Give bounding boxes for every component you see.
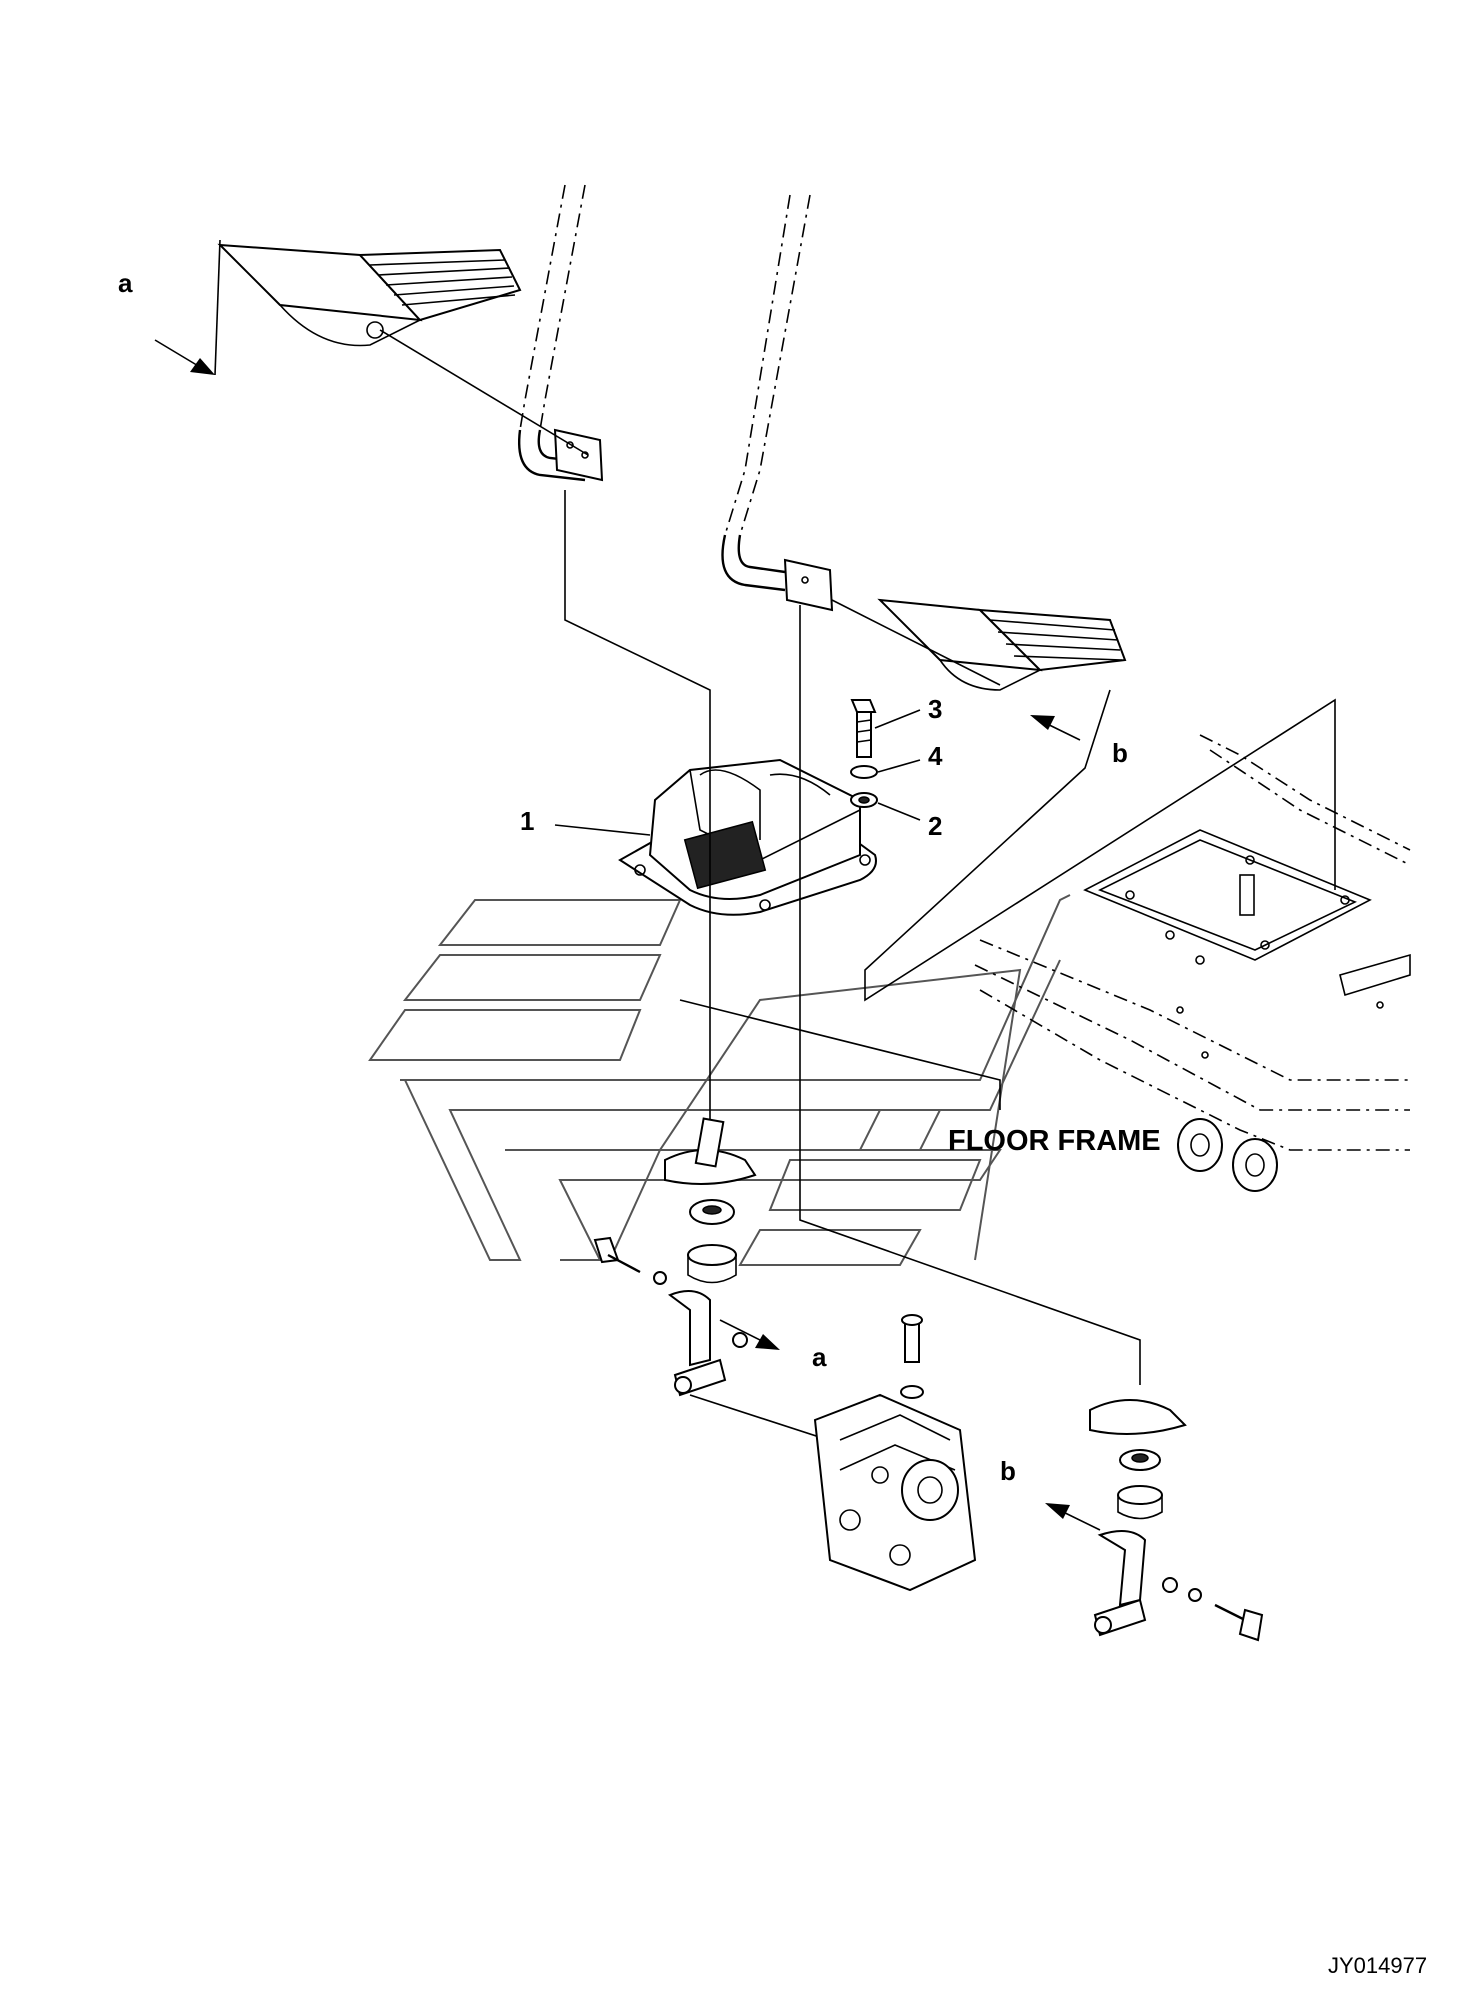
left-linkage-parts	[593, 1117, 891, 1461]
right-pedal-assembly	[721, 194, 1127, 691]
reference-lines	[214, 239, 1336, 1385]
pilot-valve	[813, 1314, 977, 1592]
washer-4	[850, 765, 878, 779]
floor-frame	[974, 734, 1411, 1192]
callout-2: 2	[928, 811, 942, 841]
right-linkage-parts	[1089, 1399, 1264, 1642]
left-pedal-assembly	[217, 184, 604, 482]
view-arrows	[154, 339, 1101, 1531]
view-ref-a-bottom: a	[812, 1342, 827, 1372]
floor-frame-label: FLOOR FRAME	[948, 1125, 1161, 1157]
callout-1: 1	[520, 806, 534, 836]
view-ref-b-top: b	[1112, 738, 1128, 768]
leader-lines	[554, 709, 921, 836]
view-ref-b-bottom: b	[1000, 1456, 1016, 1486]
callout-4: 4	[928, 741, 943, 771]
watermark-logo	[368, 894, 1071, 1266]
drawing-number: JY014977	[1328, 1953, 1427, 1978]
view-ref-a-top: a	[118, 268, 133, 298]
bolt-3	[850, 699, 877, 758]
valve-cover	[618, 758, 877, 916]
callout-3: 3	[928, 694, 942, 724]
